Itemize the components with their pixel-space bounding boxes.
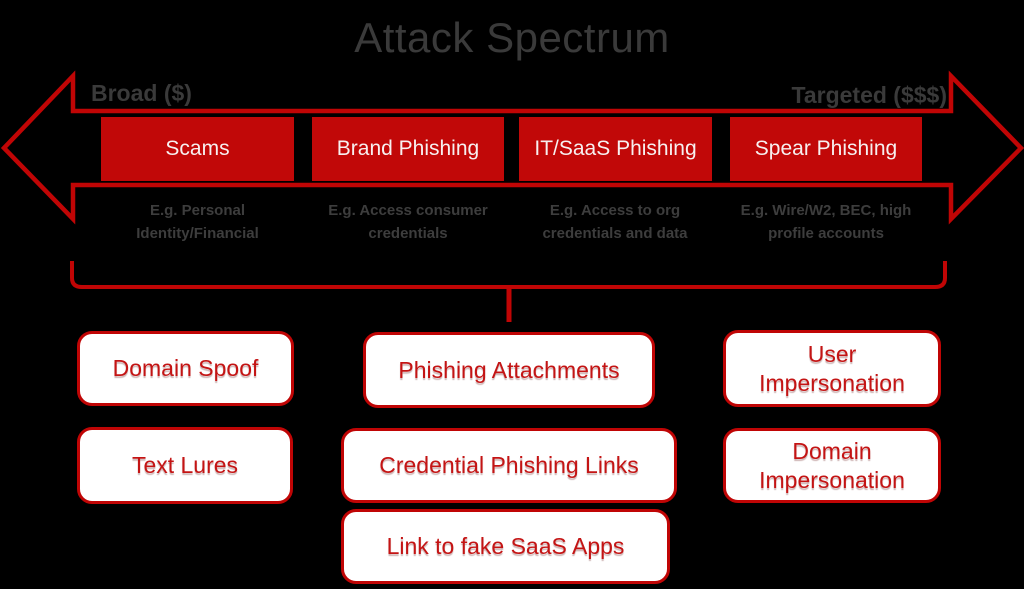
tactic-box-credential-phishing-links: Credential Phishing Links [341,428,677,503]
category-box-scams: Scams [101,117,294,181]
spectrum-arrow-shape [0,70,1024,225]
example-line: E.g. Access consumer [328,202,488,219]
tactic-label: Credential Phishing Links [379,452,639,479]
tactic-box-phishing-attachments: Phishing Attachments [363,332,655,408]
tactic-label: User Impersonation [759,340,905,396]
category-label: Spear Phishing [754,137,898,160]
example-line: profile accounts [768,225,884,242]
broad-label: Broad ($) [91,80,192,106]
targeted-label: Targeted ($$$) [791,82,947,108]
category-box-it-saas-phishing: IT/SaaS Phishing [519,117,712,181]
page-title: Attack Spectrum [354,14,670,61]
tactic-label: Text Lures [131,452,239,479]
category-example-it-saas-phishing: E.g. Access to org credentials and data [512,199,718,245]
grouping-bracket [70,261,947,289]
category-label: Brand Phishing [336,137,480,160]
tactic-label: Domain Impersonation [759,437,905,493]
example-line: E.g. Access to org [549,202,681,219]
tactic-box-user-impersonation: User Impersonation [723,330,941,407]
category-example-brand-phishing: E.g. Access consumer credentials [305,199,511,245]
category-box-brand-phishing: Brand Phishing [312,117,504,181]
category-label: IT/SaaS Phishing [534,137,697,160]
category-example-spear-phishing: E.g. Wire/W2, BEC, high profile accounts [713,199,939,245]
example-line: E.g. Personal [149,202,246,219]
tactic-box-domain-spoof: Domain Spoof [77,331,294,406]
example-line: Identity/Financial [136,225,259,242]
tactic-box-text-lures: Text Lures [77,427,293,504]
example-line: credentials and data [542,225,688,242]
category-example-scams: E.g. Personal Identity/Financial [101,199,294,245]
tactic-label: Link to fake SaaS Apps [386,533,625,560]
category-box-spear-phishing: Spear Phishing [730,117,922,181]
tactic-label: Phishing Attachments [398,356,620,383]
tactic-label: Domain Spoof [112,355,259,382]
tactic-box-link-to-fake-saas-apps: Link to fake SaaS Apps [341,509,670,584]
tactic-box-domain-impersonation: Domain Impersonation [723,428,941,503]
example-line: credentials [368,225,448,242]
category-label: Scams [165,137,230,160]
example-line: E.g. Wire/W2, BEC, high [740,202,912,219]
